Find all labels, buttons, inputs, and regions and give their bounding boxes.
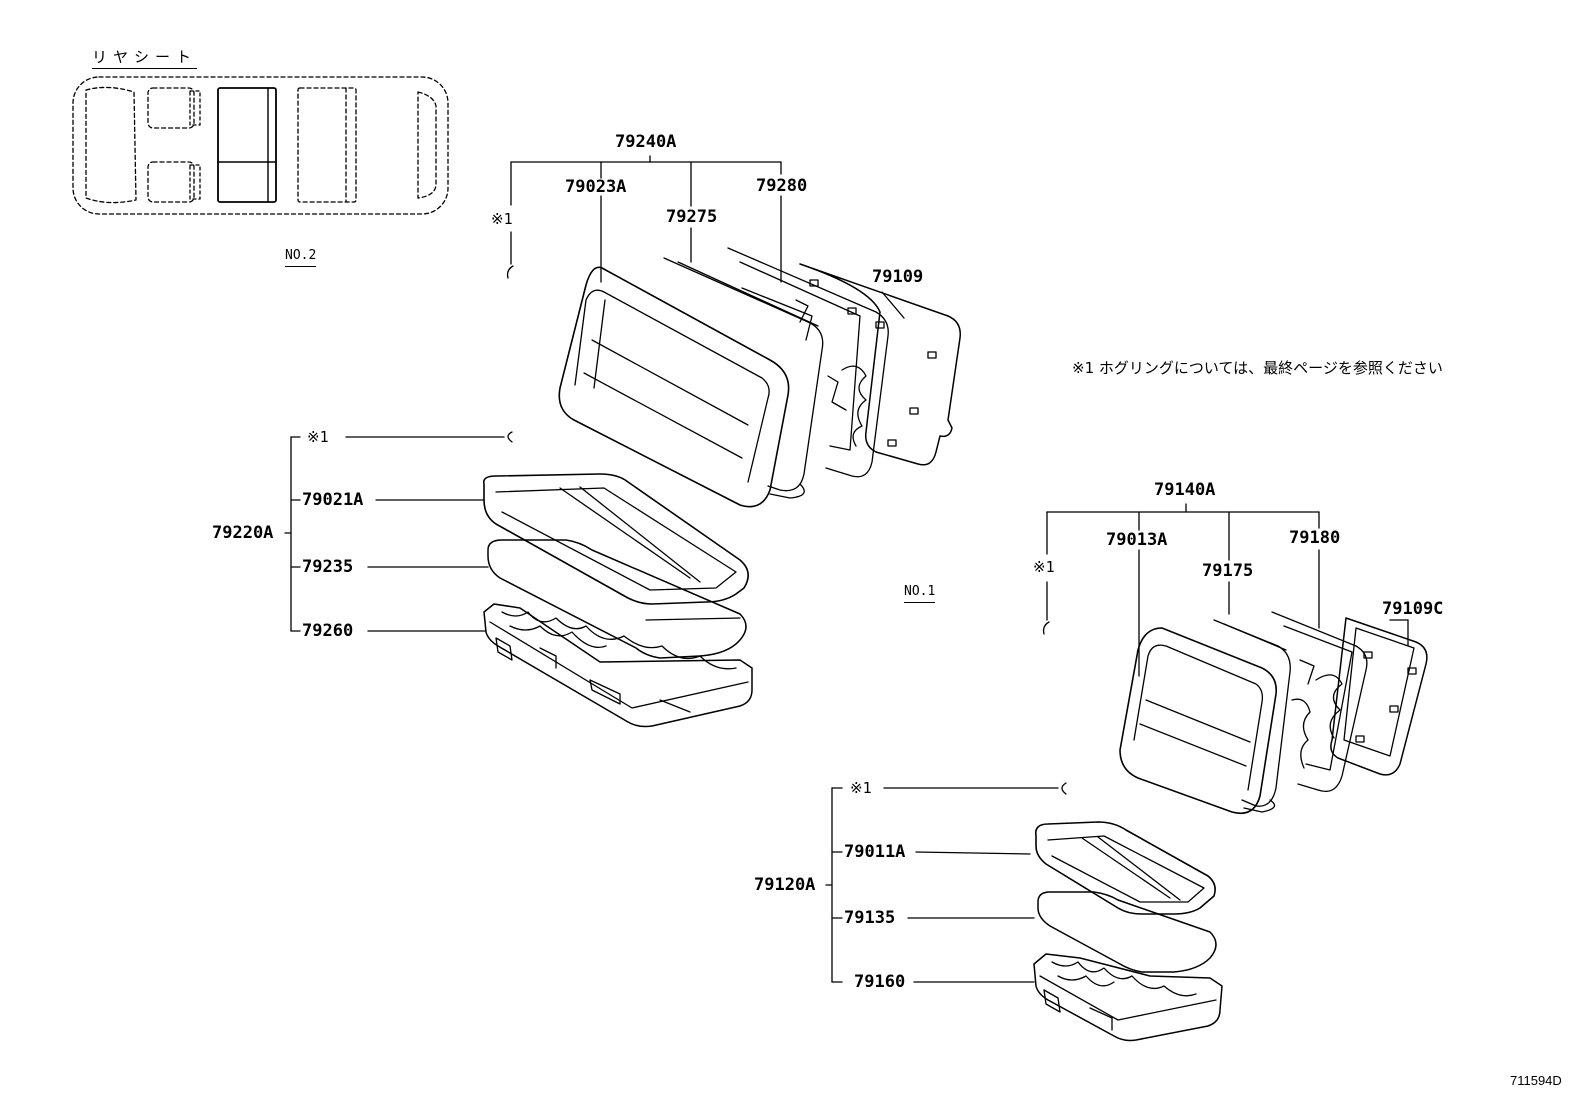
diagram-code: 711594D xyxy=(1510,1073,1562,1088)
no1-seat-cushion-frame xyxy=(1033,953,1223,1042)
no1-seat-back-frame xyxy=(1271,611,1368,793)
no2-seat-back-board xyxy=(799,263,961,466)
part-79023A: 79023A xyxy=(565,177,627,197)
no2-seat-back-pad xyxy=(663,257,824,499)
no2-seat-back-frame xyxy=(727,247,889,478)
no2-seat-back-cover xyxy=(558,266,790,508)
ref-1-no1-cushion: ※1 xyxy=(850,779,872,797)
part-79175: 79175 xyxy=(1202,561,1254,581)
part-79280: 79280 xyxy=(756,176,808,196)
inset-title: リヤシート xyxy=(92,46,198,69)
no1-seat-back-pad xyxy=(1213,619,1291,813)
no1-cushion-leaders xyxy=(825,782,1067,983)
part-79235: 79235 xyxy=(302,557,354,577)
part-79021A: 79021A xyxy=(302,490,364,510)
no2-cushion-leaders xyxy=(284,431,513,632)
no1-seat-label: NO.1 xyxy=(904,583,936,603)
ref-1-no2-back: ※1 xyxy=(491,210,513,228)
no2-back-leaders xyxy=(506,155,905,319)
no2-seat-cushion-frame xyxy=(483,603,753,728)
hog-ring-note: ※1 ホグリングについては、最終ページを参照ください xyxy=(1072,359,1443,377)
part-79180: 79180 xyxy=(1289,528,1341,548)
part-79275: 79275 xyxy=(666,207,718,227)
part-79109C: 79109C xyxy=(1382,599,1444,619)
part-79135: 79135 xyxy=(844,908,896,928)
no1-seat-back-cover xyxy=(1119,627,1278,815)
part-79260: 79260 xyxy=(302,621,354,641)
part-79160: 79160 xyxy=(854,972,906,992)
highlighted-rear-seat xyxy=(217,87,277,203)
ref-1-no1-back: ※1 xyxy=(1033,558,1055,576)
inset-seat-label: NO.2 xyxy=(285,247,317,267)
no1-seat-cushion-pad xyxy=(1037,891,1217,973)
part-79013A: 79013A xyxy=(1106,530,1168,550)
no2-seat-cushion-cover xyxy=(482,473,749,605)
part-79120A: 79120A xyxy=(754,875,816,895)
no1-seat-cushion-cover xyxy=(1034,821,1216,915)
ref-1-no2-cushion: ※1 xyxy=(307,428,329,446)
part-79240A: 79240A xyxy=(615,132,677,152)
part-79140A: 79140A xyxy=(1154,480,1216,500)
no1-back-leaders xyxy=(1042,503,1409,677)
no2-seat-cushion-pad xyxy=(487,539,747,659)
vehicle-top-view xyxy=(72,76,449,215)
part-79109: 79109 xyxy=(872,267,924,287)
part-79220A: 79220A xyxy=(212,523,274,543)
no1-seat-back-board xyxy=(1330,617,1428,776)
part-79011A: 79011A xyxy=(844,842,906,862)
